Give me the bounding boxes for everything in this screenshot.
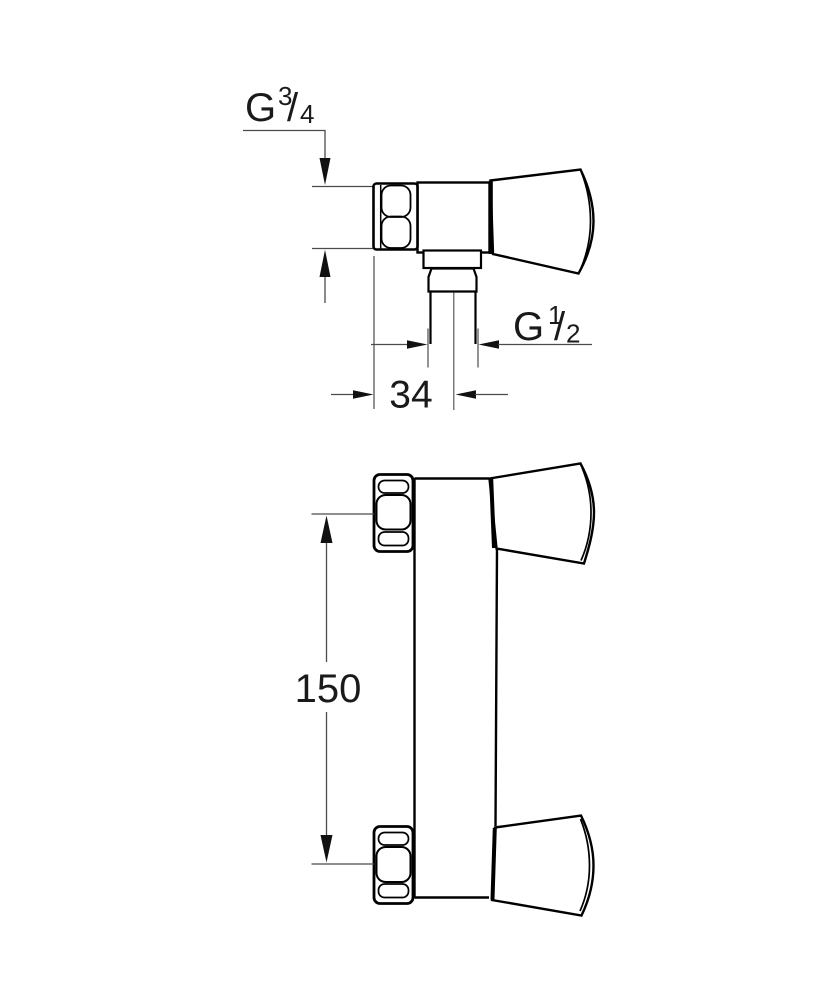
dim34-arrow-left — [455, 390, 476, 399]
g12-slash-text: / — [554, 305, 566, 349]
lower-nut-center-facet — [375, 846, 412, 883]
upper-nut-bottom-facet — [377, 531, 410, 547]
g12-prefix-text: G — [513, 305, 544, 349]
lower-handle — [490, 814, 595, 917]
hex-nut-facet-arc-lower — [380, 215, 412, 249]
valve-body-top — [416, 181, 491, 254]
upper-hex-nut — [372, 473, 415, 553]
dim150-arrow-up — [320, 515, 333, 543]
lower-nut-outline — [372, 825, 415, 905]
top-view-fitting — [372, 168, 595, 410]
dim150-arrow-down — [320, 835, 333, 863]
front-view: 150 — [295, 462, 596, 917]
upper-nut-center-facet — [375, 494, 412, 531]
lower-nut-top-facet — [377, 831, 410, 846]
upper-handle — [488, 462, 596, 565]
height-150-dimension: 150 — [295, 513, 374, 865]
bar-right-edge — [494, 548, 499, 827]
upper-nut-outline — [372, 473, 415, 553]
g12-arrow-right — [407, 340, 428, 349]
g12-numerator-text: 1 — [548, 300, 562, 330]
g34-prefix-text: G — [245, 86, 276, 130]
g12-dimension: G 1 / 2 — [371, 300, 592, 368]
dim34-arrow-right — [353, 390, 374, 399]
outlet-collar — [427, 267, 478, 293]
dim150-value-text: 150 — [295, 667, 362, 711]
g34-numerator-text: 3 — [278, 81, 292, 111]
upper-handle-base-edge — [489, 478, 496, 549]
g12-arrow-left — [478, 340, 499, 349]
top-view: G 3 / 4 — [243, 81, 595, 417]
lower-handle-face-arc — [579, 818, 591, 912]
g34-denominator-text: 4 — [300, 99, 314, 129]
outlet-step — [422, 249, 483, 270]
g34-leader-line — [243, 129, 326, 159]
lower-nut-bottom-facet — [377, 883, 410, 899]
handle-cone-face-arc — [579, 172, 592, 270]
g34-slash-text: / — [287, 86, 299, 130]
g12-denominator-text: 2 — [566, 319, 580, 349]
g34-arrow-up — [319, 249, 331, 277]
upper-nut-top-facet — [377, 479, 410, 494]
upper-handle-cone — [488, 462, 596, 565]
dim34-value-text: 34 — [389, 374, 432, 417]
handle-cone-top-view — [489, 168, 595, 275]
width-34-dimension: 34 — [331, 256, 508, 417]
g34-thread-label: G 3 / 4 — [243, 81, 373, 303]
upper-handle-face-arc — [580, 467, 592, 561]
lower-hex-nut — [372, 825, 415, 905]
g34-arrow-down — [319, 158, 331, 185]
front-view-bar — [413, 477, 499, 899]
lower-handle-base-edge — [490, 827, 497, 900]
lower-handle-cone — [490, 814, 595, 917]
